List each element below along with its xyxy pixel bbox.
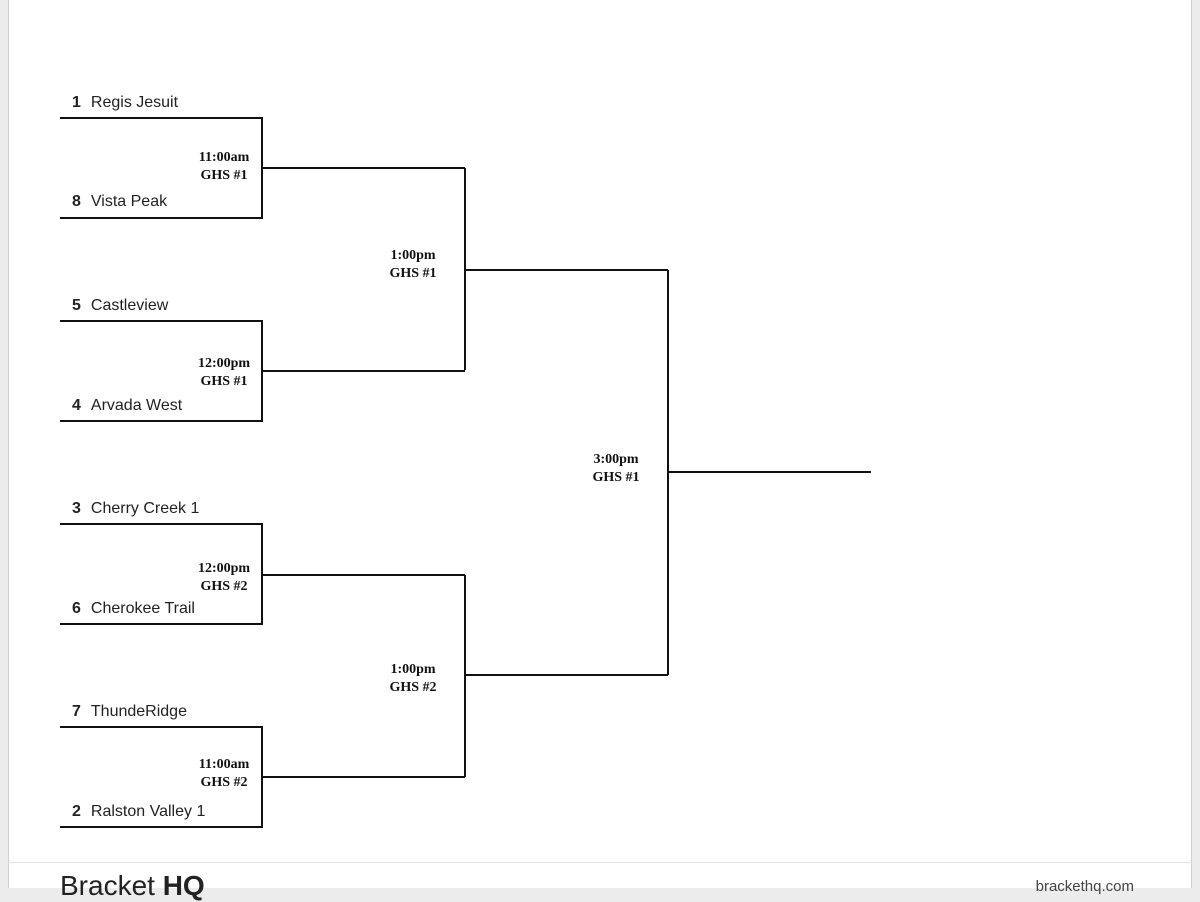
game-time: 12:00pm xyxy=(198,356,250,371)
game-site: GHS #1 xyxy=(200,168,247,183)
game-site: GHS #1 xyxy=(200,374,247,389)
game-site: GHS #2 xyxy=(389,680,436,695)
site-url[interactable]: brackethq.com xyxy=(1035,878,1134,895)
bracket-sheet xyxy=(8,0,1192,888)
game-time: 1:00pm xyxy=(390,662,435,677)
game-time: 12:00pm xyxy=(198,561,250,576)
game-time: 11:00am xyxy=(199,150,250,165)
footer-divider xyxy=(8,862,1192,863)
r1-m1-lines xyxy=(60,117,465,219)
game-time: 11:00am xyxy=(199,757,250,772)
game-site: GHS #2 xyxy=(200,775,247,790)
game-time: 3:00pm xyxy=(593,452,638,467)
game-site: GHS #1 xyxy=(592,470,639,485)
r1-m3-lines xyxy=(60,523,465,625)
r1-m2-lines xyxy=(60,320,465,422)
r2-m2-lines xyxy=(464,575,668,777)
bracket-lines xyxy=(60,117,871,828)
brand-logo: Bracket HQ xyxy=(60,870,205,901)
r1-m4-lines xyxy=(60,726,465,828)
game-site: GHS #2 xyxy=(200,579,247,594)
final-lines xyxy=(667,270,871,675)
game-site: GHS #1 xyxy=(389,266,436,281)
game-time: 1:00pm xyxy=(390,248,435,263)
r2-m1-lines xyxy=(464,168,668,370)
